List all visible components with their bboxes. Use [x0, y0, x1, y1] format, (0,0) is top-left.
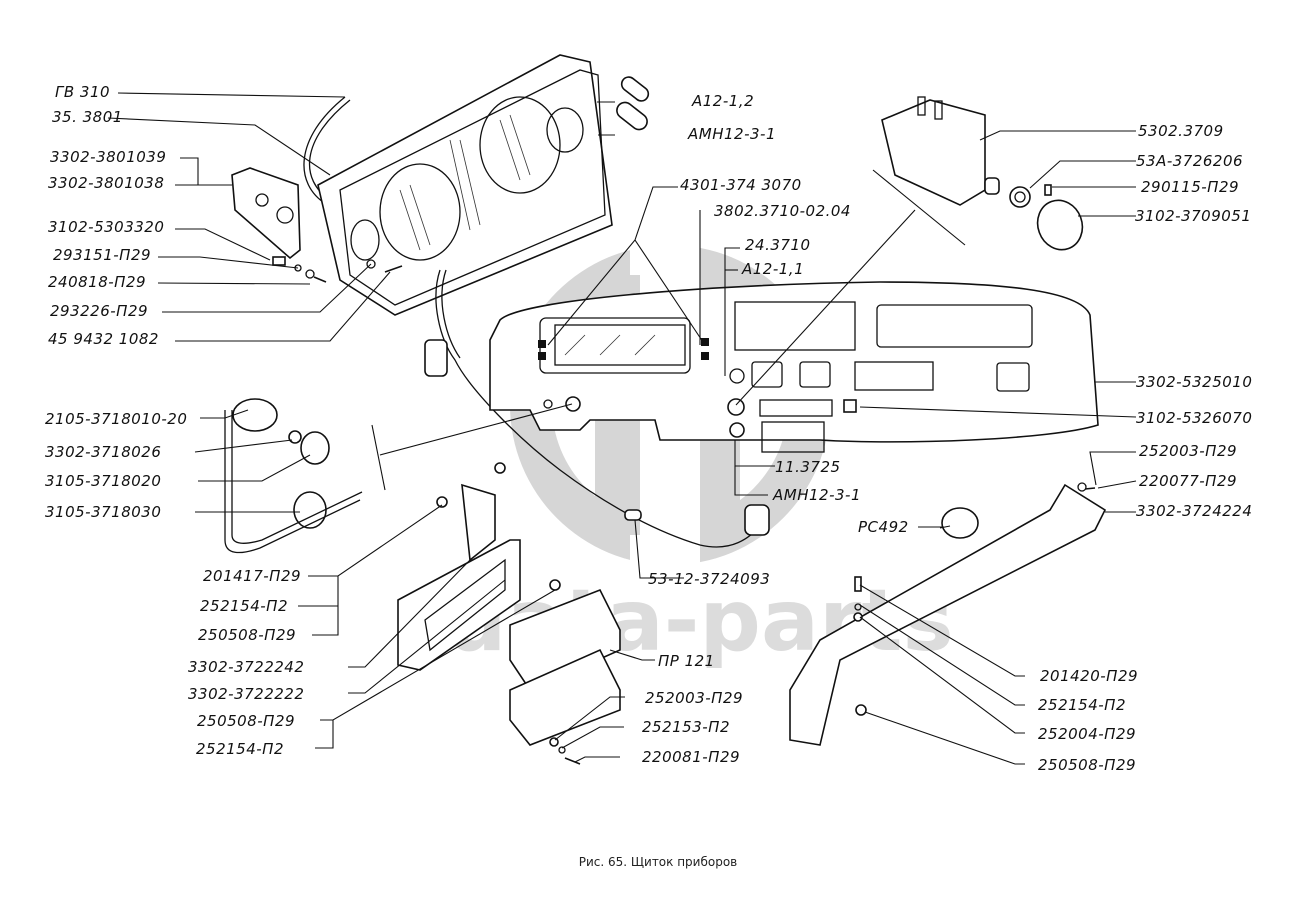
dashboard-panel-drawing	[489, 281, 1099, 453]
label-3102-3709051: 3102-3709051	[1135, 207, 1252, 225]
label-201417: 201417-П29	[203, 567, 302, 585]
label-252154-a: 252154-П2	[200, 597, 288, 615]
label-201420: 201420-П29	[1040, 667, 1139, 685]
label-3102-5326070: 3102-5326070	[1136, 409, 1253, 427]
label-pr121: ПР 121	[658, 652, 715, 670]
label-3102-5303320: 3102-5303320	[48, 218, 165, 236]
label-2105-3718010-20: 2105-3718010-20	[45, 410, 188, 428]
label-220081: 220081-П29	[642, 748, 741, 766]
label-240818: 240818-П29	[48, 273, 147, 291]
leader-lines	[107, 92, 1137, 765]
label-amn12-3-1-mid: АМН12-3-1	[773, 486, 861, 504]
label-252004: 252004-П29	[1038, 725, 1137, 743]
label-252153: 252153-П2	[642, 718, 730, 736]
label-220077: 220077-П29	[1139, 472, 1238, 490]
cluster-bracket-drawing	[231, 167, 327, 283]
label-252003-right: 252003-П29	[1139, 442, 1238, 460]
label-3302-3801038: 3302-3801038	[48, 174, 165, 192]
label-252154-c: 252154-П2	[1038, 696, 1126, 714]
label-a12-1-1: А12-1,1	[742, 260, 805, 278]
label-a12-1-2: А12-1,2	[692, 92, 755, 110]
label-250508-a: 250508-П29	[198, 626, 297, 644]
relays-drawing	[509, 588, 621, 765]
label-53a-3726206: 53А-3726206	[1136, 152, 1244, 170]
label-35-3801: 35. 3801	[52, 108, 123, 126]
label-3302-3722242: 3302-3722242	[188, 658, 305, 676]
label-3302-3722222: 3302-3722222	[188, 685, 305, 703]
instrument-cluster-drawing	[303, 54, 766, 548]
label-290115: 290115-П29	[1141, 178, 1240, 196]
label-3302-5325010: 3302-5325010	[1136, 373, 1253, 391]
label-pc492: РС492	[858, 518, 909, 536]
figure-caption: Рис. 65. Щиток приборов	[578, 855, 738, 869]
label-3802-3710: 3802.3710-02.04	[714, 202, 851, 220]
label-250508-b: 250508-П29	[197, 712, 296, 730]
label-4301-3743070: 4301-374 3070	[680, 176, 802, 194]
label-gv310: ГВ 310	[55, 83, 111, 101]
label-3302-3718026: 3302-3718026	[45, 443, 162, 461]
label-3302-3801039: 3302-3801039	[50, 148, 167, 166]
label-24-3710: 24.3710	[745, 236, 811, 254]
label-3105-3718030: 3105-3718030	[45, 503, 162, 521]
light-switch-drawing	[735, 96, 1084, 406]
label-250508-c: 250508-П29	[1038, 756, 1137, 774]
label-3105-3718020: 3105-3718020	[45, 472, 162, 490]
relay-bracket-drawing	[397, 462, 561, 671]
label-amn12-3-1-top: АМН12-3-1	[688, 125, 776, 143]
label-11-3725: 11.3725	[775, 458, 841, 476]
sensor-drawing	[939, 507, 979, 539]
label-53-12-3724093: 53-12-3724093	[648, 570, 771, 588]
label-293151: 293151-П29	[53, 246, 152, 264]
label-3302-3724224: 3302-3724224	[1136, 502, 1253, 520]
bulbs-drawing	[616, 76, 650, 131]
label-5302-3709: 5302.3709	[1138, 122, 1224, 140]
label-293226: 293226-П29	[50, 302, 149, 320]
label-45-9432-1082: 45 9432 1082	[48, 330, 159, 348]
label-252003-bottom: 252003-П29	[645, 689, 744, 707]
trim-panel-drawing	[789, 482, 1107, 746]
connector-cable-drawing	[624, 504, 770, 536]
label-252154-b: 252154-П2	[196, 740, 284, 758]
